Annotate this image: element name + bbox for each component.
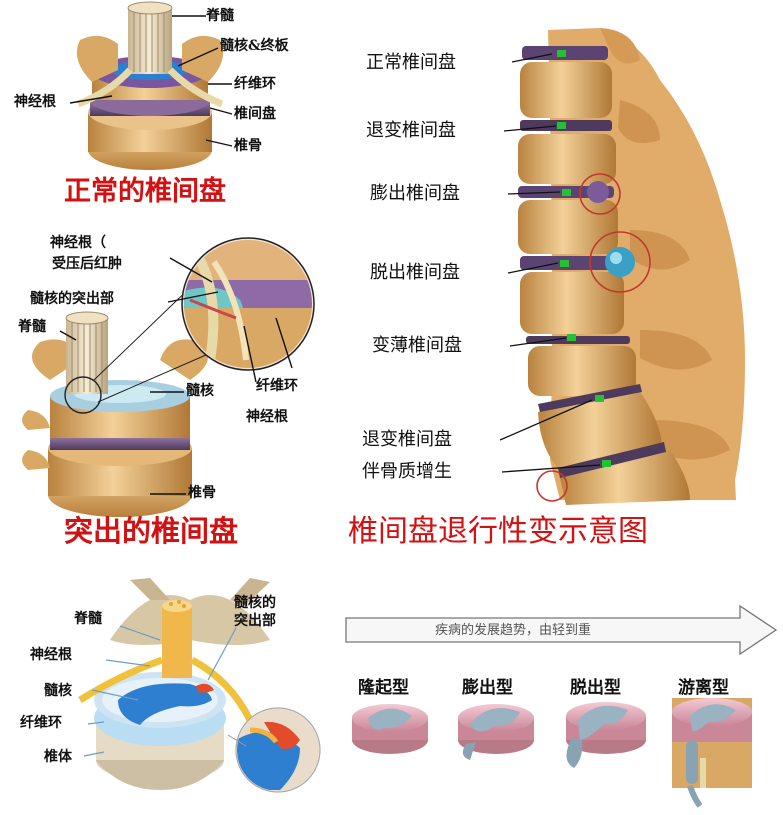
stage-disc-bulge — [352, 704, 428, 754]
label-bulging-disc: 膨出椎间盘 — [370, 183, 460, 204]
label-osteophyte: 伴骨质增生 — [362, 461, 452, 482]
label-degenerated-disc-2: 退变椎间盘 — [362, 429, 452, 450]
stage-label-protrusion: 膨出型 — [462, 678, 513, 698]
label-normal-disc: 正常椎间盘 — [366, 52, 456, 73]
label-annulus-3: 纤维环 — [20, 715, 62, 731]
label-annulus-2: 纤维环 — [256, 378, 298, 394]
label-vertebral-body: 椎体 — [44, 749, 72, 765]
stage-disc-extrusion — [566, 702, 646, 768]
stage-label-extrusion: 脱出型 — [570, 678, 621, 698]
label-nucleus-protrusion-2-line2: 突出部 — [234, 613, 276, 629]
title-degeneration: 椎间盘退行性变示意图 — [348, 514, 648, 549]
label-extruded-disc: 脱出椎间盘 — [370, 262, 460, 283]
label-degenerated-disc: 退变椎间盘 — [366, 120, 456, 141]
label-spinal-cord: 脊髓 — [206, 8, 234, 24]
label-nucleus-endplate: 髓核&终板 — [220, 38, 289, 54]
stage-label-sequestration: 游离型 — [678, 678, 729, 698]
label-nerve-root-compressed-line2: 受压后红肿 — [52, 256, 122, 272]
label-nerve-root-2: 神经根 — [246, 409, 288, 425]
herniated-disc-illustration — [22, 237, 315, 517]
label-nucleus-2: 髓核 — [44, 683, 72, 699]
label-nucleus: 髓核 — [186, 383, 214, 399]
label-nerve-root-compressed-line1: 神经根（ — [50, 235, 106, 251]
degeneration-illustration — [499, 28, 745, 505]
title-herniated-disc: 突出的椎间盘 — [64, 514, 239, 548]
label-nerve-root-3: 神经根 — [30, 647, 72, 663]
label-vertebra: 椎骨 — [234, 138, 262, 154]
progression-arrow — [345, 604, 778, 656]
label-thinned-disc: 变薄椎间盘 — [372, 335, 462, 356]
label-annulus: 纤维环 — [234, 76, 276, 92]
progression-arrow-text: 疾病的发展趋势，由轻到重 — [435, 623, 592, 638]
stage-disc-sequestration — [672, 698, 752, 808]
title-normal-disc: 正常的椎间盘 — [64, 176, 226, 207]
stage-label-bulge: 隆起型 — [358, 678, 409, 698]
label-spinal-cord-2: 脊髓 — [18, 319, 46, 335]
label-nucleus-protrusion-2-line1: 髓核的 — [234, 595, 276, 611]
disc-anatomy-illustration — [78, 578, 321, 793]
normal-disc-illustration — [69, 1, 233, 170]
stage-disc-protrusion — [458, 704, 534, 760]
label-disc: 椎间盘 — [234, 106, 276, 122]
label-nerve-root: 神经根 — [14, 94, 56, 110]
label-spinal-cord-3: 脊髓 — [74, 611, 102, 627]
label-nucleus-protrusion: 髓核的突出部 — [30, 291, 114, 307]
label-vertebra-2: 椎骨 — [188, 485, 216, 501]
